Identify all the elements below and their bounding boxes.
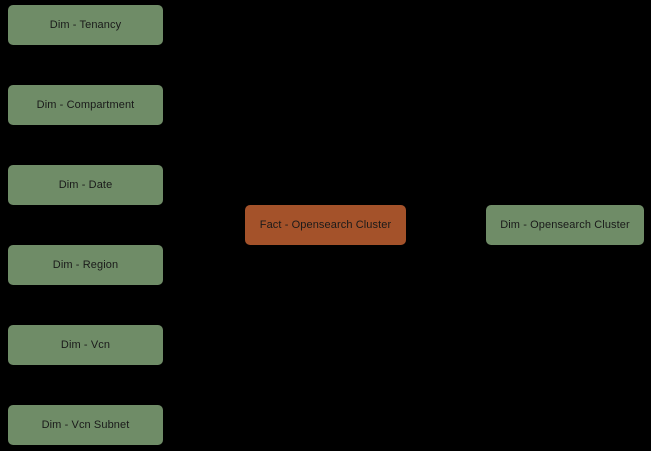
diagram-node-dim-compartment[interactable]: Dim - Compartment (8, 85, 163, 125)
diagram-node-dim-opensearch-cluster[interactable]: Dim - Opensearch Cluster (486, 205, 644, 245)
diagram-node-dim-vcn-subnet[interactable]: Dim - Vcn Subnet (8, 405, 163, 445)
diagram-node-dim-date[interactable]: Dim - Date (8, 165, 163, 205)
diagram-node-fact-opensearch-cluster[interactable]: Fact - Opensearch Cluster (245, 205, 406, 245)
diagram-node-dim-tenancy[interactable]: Dim - Tenancy (8, 5, 163, 45)
diagram-node-label: Dim - Opensearch Cluster (500, 218, 630, 231)
diagram-node-label: Dim - Tenancy (49, 18, 122, 31)
diagram-node-label: Dim - Compartment (36, 98, 135, 111)
diagram-node-label: Dim - Date (58, 178, 113, 191)
diagram-node-label: Dim - Region (52, 258, 119, 271)
diagram-node-label: Dim - Vcn Subnet (41, 418, 130, 431)
diagram-node-label: Fact - Opensearch Cluster (259, 218, 392, 231)
diagram-node-label: Dim - Vcn (60, 338, 111, 351)
diagram-node-dim-vcn[interactable]: Dim - Vcn (8, 325, 163, 365)
diagram-node-dim-region[interactable]: Dim - Region (8, 245, 163, 285)
